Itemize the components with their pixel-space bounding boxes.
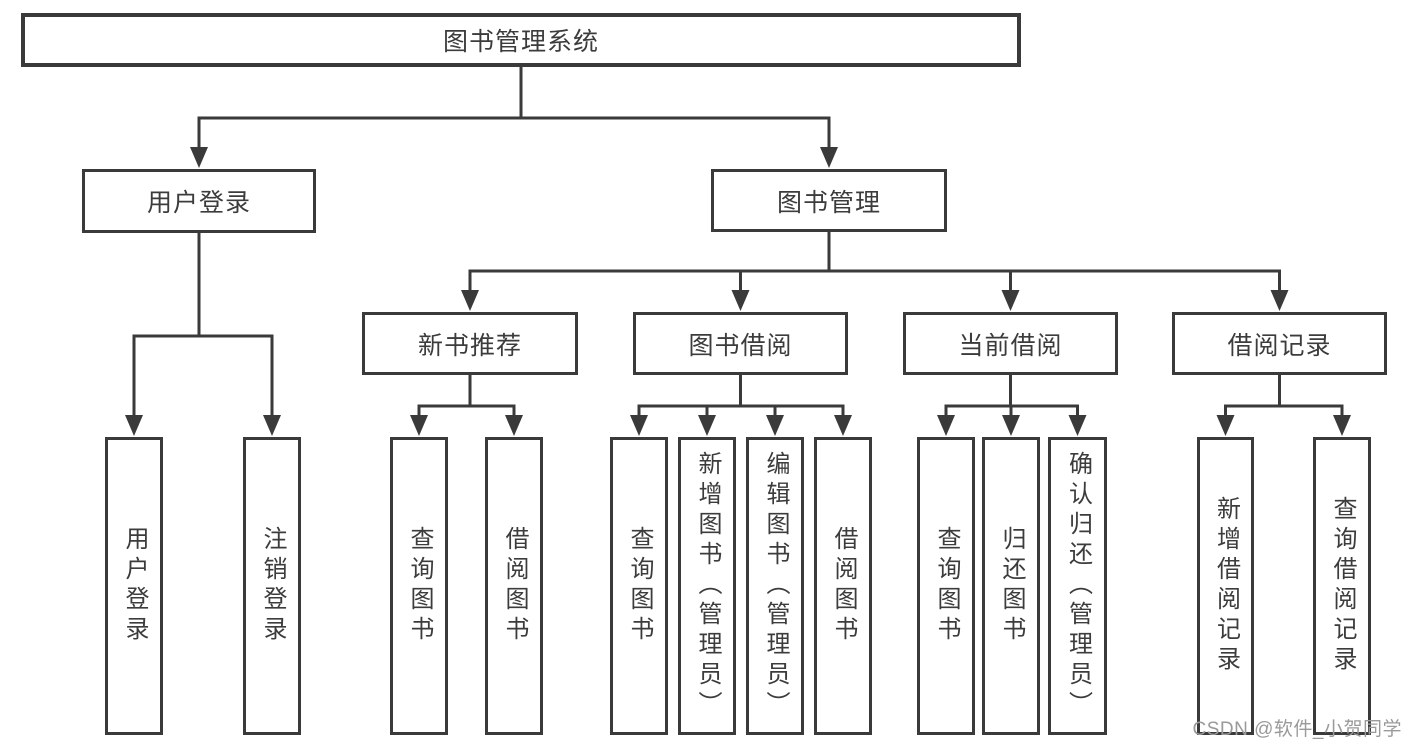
node-cb-query: 查询图书	[917, 437, 975, 735]
node-label: 新书推荐	[417, 331, 522, 360]
connector-root	[197, 63, 831, 157]
arrowhead-cb-return	[1002, 415, 1020, 436]
node-bb-query: 查询图书	[610, 437, 668, 735]
node-label: 图书管理系统	[442, 28, 599, 56]
node-label: 查询图书	[406, 526, 433, 646]
node-label: 查询借阅记录	[1329, 496, 1356, 676]
connector-current-borrow	[944, 371, 1079, 425]
node-label: 借阅记录	[1227, 331, 1332, 360]
node-label: 图书借阅	[688, 331, 793, 360]
node-user-login: 用户登录	[82, 169, 316, 233]
node-bb-borrow: 借阅图书	[814, 437, 872, 735]
node-cb-return: 归还图书	[982, 437, 1040, 735]
watermark: CSDN @软件_小贺同学	[1192, 719, 1402, 740]
arrowhead-bb-query	[630, 415, 648, 436]
node-ul-logout: 注销登录	[243, 437, 301, 735]
arrowhead-ul-logout	[263, 415, 281, 436]
node-label: 当前借阅	[958, 331, 1063, 360]
connector-user-login	[132, 229, 274, 425]
connector-book-mgmt	[468, 228, 1281, 300]
arrowhead-cb-query	[937, 415, 955, 436]
arrowhead-bb-edit	[766, 415, 784, 436]
node-label: 注销登录	[259, 526, 286, 646]
node-root: 图书管理系统	[21, 13, 1021, 67]
node-label: 查询图书	[626, 526, 653, 646]
node-label: 图书管理	[776, 188, 881, 217]
node-label: 归还图书	[998, 526, 1025, 646]
arrowhead-bb-borrow	[834, 415, 852, 436]
node-bb-edit: 编辑图书（管理员）	[746, 437, 804, 735]
arrowhead-nr-query	[410, 415, 428, 436]
node-label: 新增图书（管理员）	[694, 451, 721, 721]
node-nr-query: 查询图书	[390, 437, 448, 735]
node-label: 借阅图书	[501, 526, 528, 646]
node-borrow-record: 借阅记录	[1172, 312, 1387, 375]
arrowhead-br-add	[1216, 415, 1235, 436]
node-label: 用户登录	[146, 189, 251, 217]
arrowhead-user-login	[190, 147, 208, 168]
node-cb-confirm: 确认归还（管理员）	[1048, 437, 1107, 735]
node-br-add: 新增借阅记录	[1197, 437, 1254, 735]
arrowhead-borrow-record	[1270, 290, 1289, 311]
node-ul-user-login: 用户登录	[105, 437, 163, 735]
arrowhead-new-rec	[461, 290, 479, 311]
node-bb-add: 新增图书（管理员）	[678, 437, 736, 735]
arrowhead-current-borrow	[1001, 290, 1020, 311]
connector-book-borrow	[637, 371, 845, 425]
node-label: 借阅图书	[830, 526, 857, 646]
arrowhead-book-mgmt	[820, 147, 838, 168]
node-br-query: 查询借阅记录	[1313, 437, 1371, 735]
connector-borrow-record	[1224, 371, 1344, 425]
arrowhead-book-borrow	[731, 290, 750, 311]
node-current-borrow: 当前借阅	[903, 312, 1118, 375]
node-label: 确认归还（管理员）	[1064, 451, 1092, 721]
node-new-rec: 新书推荐	[362, 312, 578, 375]
connector-new-rec	[417, 371, 516, 425]
node-label: 新增借阅记录	[1212, 496, 1240, 676]
arrowhead-br-query	[1333, 415, 1351, 436]
arrowhead-nr-borrow	[505, 415, 523, 436]
node-nr-borrow: 借阅图书	[485, 437, 543, 735]
node-label: 查询图书	[933, 526, 960, 646]
node-label: 用户登录	[121, 526, 148, 646]
arrowhead-cb-confirm	[1068, 415, 1087, 436]
node-book-borrow: 图书借阅	[633, 312, 848, 375]
node-label: 编辑图书（管理员）	[762, 451, 789, 721]
arrowhead-ul-user-login	[125, 415, 143, 436]
node-book-mgmt: 图书管理	[711, 169, 947, 232]
arrowhead-bb-add	[698, 415, 716, 436]
